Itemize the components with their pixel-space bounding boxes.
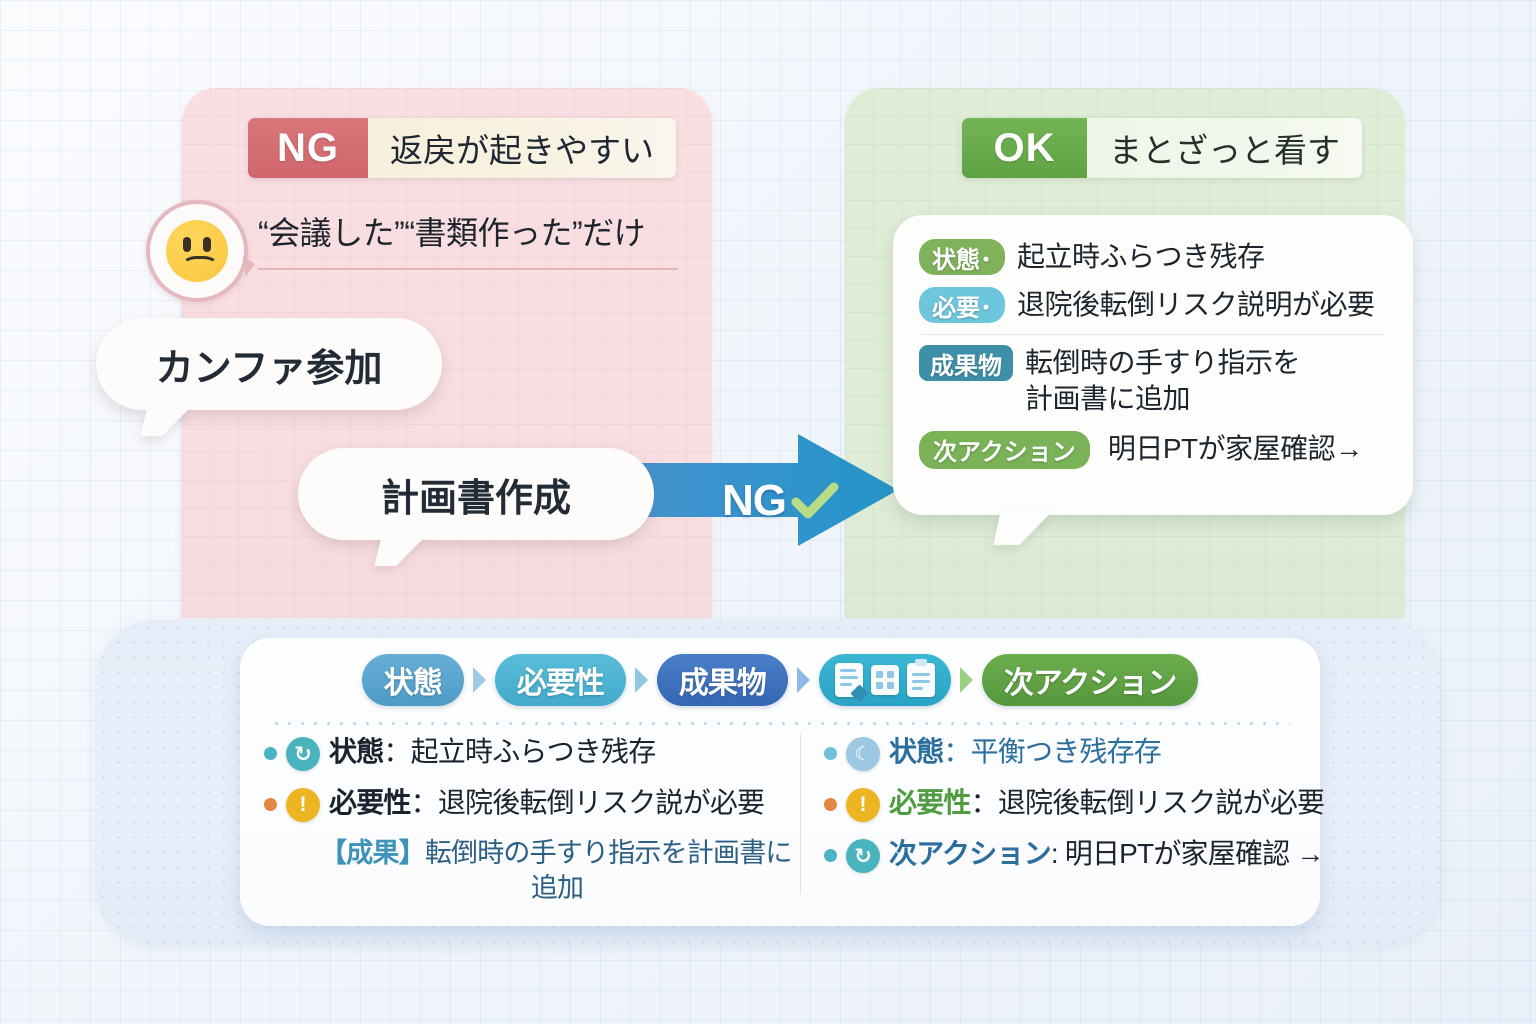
grid-icon <box>870 665 899 695</box>
bubble-plan-label: 計画書作成 <box>380 477 571 520</box>
bullet-dot <box>824 798 837 811</box>
list-item-key: 状態 <box>889 736 944 767</box>
list-item: ! 必要性：退院後転倒リスク説が必要 <box>264 785 794 822</box>
flow-arrow-icon <box>634 667 648 693</box>
ok-row: 次アクション 明日PTが家屋確認→ <box>893 430 1413 469</box>
chip-need: 必要･ <box>919 287 1005 323</box>
frowning-face-icon <box>146 200 248 302</box>
ok-card-tail <box>993 511 1053 545</box>
ng-subline: “会議した”“書類作った”だけ <box>258 215 646 251</box>
ok-headline: まとざっと看す <box>1087 118 1362 178</box>
list-item-text: 状態：平衡つき残存存 <box>889 734 1162 770</box>
summary-card: 状態 必要性 成果物 <box>240 638 1325 926</box>
ok-row: 状態･ 起立時ふらつき残存 <box>893 239 1413 275</box>
deliverable-tag: 【成果】 <box>320 838 426 868</box>
summary-left-deliverable: 【成果】転倒時の手すり指示を計画書に 追加 <box>320 836 794 906</box>
list-item: ☾ 状態：平衡つき残存存 <box>824 734 1304 771</box>
alert-icon: ! <box>286 788 320 822</box>
list-item-value: 起立時ふらつき残存 <box>410 736 657 767</box>
bubble-tail <box>374 536 426 566</box>
ng-badge: NG <box>248 118 368 178</box>
ok-header: OK まとざっと看す <box>962 118 1362 178</box>
list-item-sep: ： <box>970 787 999 818</box>
ok-row-value: 明日PTが家屋確認→ <box>1107 432 1363 464</box>
list-item-value: 明日PTが家屋確認 → <box>1064 838 1325 869</box>
bullet-dot <box>824 849 837 862</box>
deliverable-line1: 転倒時の手すり指示を計画書に <box>424 838 793 868</box>
list-item-value: 退院後転倒リスク説が必要 <box>997 787 1325 818</box>
list-item: ↻ 状態：起立時ふらつき残存 <box>264 734 794 771</box>
flow-chip-necessity[interactable]: 必要性 <box>494 654 626 706</box>
face-glyph <box>166 220 228 282</box>
list-item: ! 必要性：退院後転倒リスク説が必要 <box>824 785 1325 822</box>
bubble-tail <box>140 406 192 436</box>
bullet-dot <box>264 798 277 811</box>
ok-row-value: 退院後転倒リスク説明が必要 <box>1017 289 1375 320</box>
arrow-shape <box>430 434 898 546</box>
list-item-key: 必要性 <box>889 787 971 818</box>
eye-right <box>203 237 211 252</box>
ng-headline: 返戻が起きやすい <box>368 118 676 178</box>
flow-arrow-icon <box>472 667 486 693</box>
document-pen-icon <box>834 663 869 703</box>
ok-card-divider <box>921 334 1385 335</box>
chip-next-action: 次アクション <box>919 430 1090 469</box>
list-item: ↻ 次アクション: 明日PTが家屋確認 → <box>824 836 1324 873</box>
summary-right-column: ☾ 状態：平衡つき残存存 ! 必要性：退院後転倒リスク説が必要 ↻ 次アクション… <box>824 734 1325 887</box>
deliverable-line2: 追加 <box>530 873 584 904</box>
refresh-icon: ↻ <box>846 839 880 873</box>
list-item-text: 状態：起立時ふらつき残存 <box>329 734 657 770</box>
list-item-key: 必要性 <box>329 787 411 818</box>
chip-state: 状態･ <box>919 239 1005 275</box>
alert-icon: ! <box>846 788 880 822</box>
list-item-value: 平衡つき残存存 <box>970 736 1162 767</box>
list-item-sep: : <box>1050 838 1065 869</box>
bullet-dot <box>824 747 837 760</box>
clipboard-icon <box>906 659 935 697</box>
summary-left-column: ↻ 状態：起立時ふらつき残存 ! 必要性：退院後転倒リスク説が必要 【成果】転倒… <box>264 734 794 906</box>
flow-chip-next-action[interactable]: 次アクション <box>981 654 1199 706</box>
eye-left <box>183 237 191 252</box>
ng-header: NG 返戻が起きやすい <box>248 118 676 178</box>
list-item-sep: ： <box>410 787 439 818</box>
ok-row: 成果物 転倒時の手すり指示を 計画書に追加 <box>893 345 1413 417</box>
flow-chip-state[interactable]: 状態 <box>361 654 464 706</box>
list-item-key: 状態 <box>329 736 384 767</box>
ok-row: 必要･ 退院後転倒リスク説明が必要 <box>893 287 1413 323</box>
arrow-label: NG <box>722 476 787 525</box>
flow-arrow-icon <box>959 667 973 693</box>
list-item-key: 次アクション <box>889 838 1052 869</box>
list-item-sep: ： <box>943 736 971 767</box>
flow-chip-deliverable[interactable]: 成果物 <box>656 654 788 706</box>
flow-row: 状態 必要性 成果物 <box>240 654 1320 706</box>
refresh-icon: ↻ <box>286 737 320 771</box>
list-item-text: 次アクション: 明日PTが家屋確認 → <box>889 836 1324 872</box>
summary-column-divider <box>800 734 801 894</box>
bubble-conference[interactable]: カンファ参加 <box>96 318 442 436</box>
list-item-text: 必要性：退院後転倒リスク説が必要 <box>329 785 765 821</box>
summary-dotted-divider <box>270 722 1290 725</box>
ok-summary-card: 状態･ 起立時ふらつき残存 必要･ 退院後転倒リスク説明が必要 成果物 転倒時の… <box>893 215 1413 545</box>
flow-chip-documents[interactable] <box>818 654 951 706</box>
ok-row-value: 起立時ふらつき残存 <box>1017 241 1265 272</box>
arrow-label-group: NG <box>722 476 840 526</box>
list-item-text: 必要性：退院後転倒リスク説が必要 <box>889 785 1325 821</box>
moon-icon: ☾ <box>846 737 880 771</box>
chip-deliverable: 成果物 <box>919 345 1013 381</box>
flow-arrow-icon <box>796 667 810 693</box>
list-item-sep: ： <box>383 736 411 767</box>
ng-underline <box>258 268 678 270</box>
bubble-conference-label: カンファ参加 <box>155 347 383 390</box>
list-item-value: 退院後転倒リスク説が必要 <box>437 787 765 818</box>
ok-row-value: 転倒時の手すり指示を 計画書に追加 <box>1025 347 1301 414</box>
ok-badge: OK <box>962 118 1087 178</box>
mouth <box>182 256 218 274</box>
check-icon <box>791 482 839 519</box>
bullet-dot <box>264 747 277 760</box>
bubble-plan[interactable]: 計画書作成 <box>298 448 654 566</box>
transition-arrow: NG <box>430 430 900 550</box>
